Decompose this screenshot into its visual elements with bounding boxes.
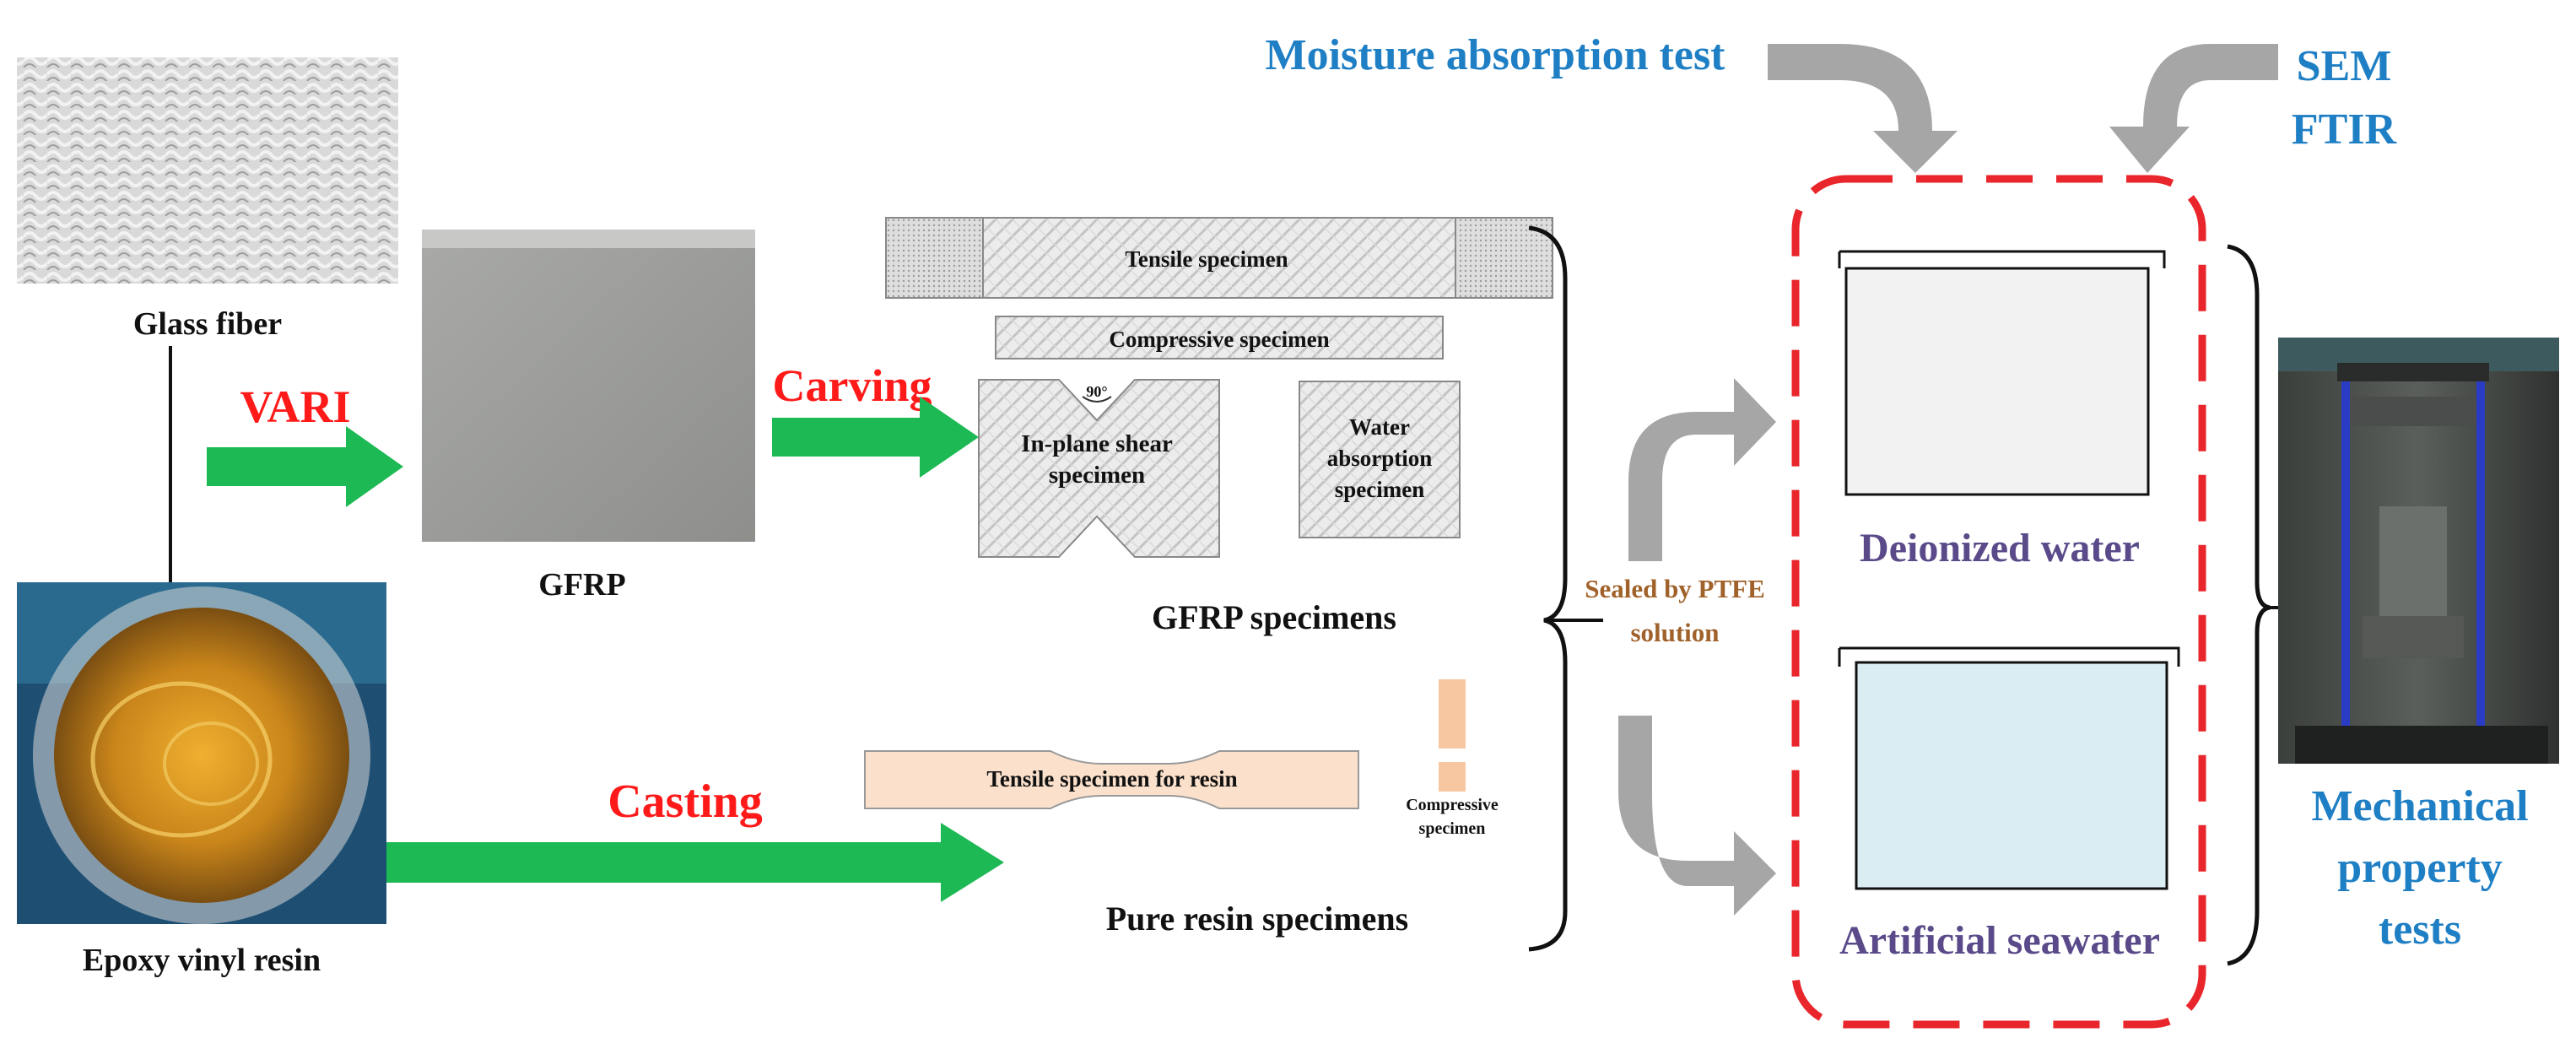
mech-label-line1: Mechanical: [2311, 782, 2528, 830]
shear-angle-label: 90°: [1086, 383, 1107, 400]
sealed-label-line1: Sealed by PTFE: [1585, 574, 1765, 603]
water-label-line1: Water: [1349, 414, 1410, 440]
artificial-seawater-container: [1838, 646, 2180, 890]
artificial-seawater-label: Artificial seawater: [1839, 918, 2160, 963]
sem-label: SEM: [2297, 42, 2392, 90]
glass-fiber-label: Glass fiber: [133, 306, 282, 342]
ftir-label: FTIR: [2292, 105, 2398, 154]
epoxy-resin-label: Epoxy vinyl resin: [83, 943, 321, 978]
sem-ftir-arrow: [2109, 44, 2278, 173]
testing-machine-image: [2278, 338, 2559, 764]
environment-box: [1791, 175, 2206, 1029]
specimens-brace: [1528, 225, 1568, 952]
resin-compressive-specimen: Compressive specimen: [1406, 679, 1499, 838]
casting-arrow: [386, 823, 1004, 902]
moisture-arrow: [1768, 44, 1958, 173]
resin-comp-label-line1: Compressive: [1406, 796, 1499, 814]
water-absorption-specimen: Water absorption specimen: [1299, 381, 1461, 538]
shear-label-line2: specimen: [1049, 462, 1145, 489]
water-label-line3: specimen: [1335, 477, 1424, 502]
compressive-specimen-label: Compressive specimen: [1109, 327, 1329, 352]
sealed-label-line2: solution: [1630, 618, 1719, 647]
mech-label-line2: property: [2337, 844, 2502, 892]
tests-brace: [2227, 244, 2271, 966]
deionized-water-label: Deionized water: [1860, 526, 2140, 570]
tensile-specimen-label: Tensile specimen: [1125, 246, 1288, 272]
resin-comp-label-line2: specimen: [1419, 819, 1486, 838]
vari-label: VARI: [240, 381, 350, 432]
moisture-test-label: Moisture absorption test: [1265, 31, 1725, 79]
vari-arrow: [207, 426, 403, 507]
arrow-to-deionized: [1628, 378, 1776, 561]
gfrp-label: GFRP: [538, 567, 625, 603]
carving-arrow: [772, 397, 979, 478]
resin-tensile-specimen: Tensile specimen for resin: [864, 750, 1359, 809]
gfrp-specimens-label: GFRP specimens: [1152, 598, 1396, 636]
casting-label: Casting: [608, 776, 763, 828]
in-plane-shear-specimen: 90° In-plane shear specimen: [978, 379, 1220, 558]
compressive-specimen: Compressive specimen: [995, 316, 1444, 359]
deionized-water-container: [1838, 250, 2166, 496]
glass-fiber-image: [17, 57, 398, 284]
arrow-to-seawater: [1618, 716, 1776, 916]
pure-resin-specimens-label: Pure resin specimens: [1106, 900, 1409, 938]
epoxy-resin-image: [17, 582, 386, 924]
resin-tensile-label: Tensile specimen for resin: [986, 766, 1237, 792]
gfrp-plate-edge: [422, 230, 755, 248]
mech-label-line3: tests: [2379, 905, 2461, 954]
shear-label-line1: In-plane shear: [1021, 430, 1173, 457]
water-label-line2: absorption: [1327, 446, 1433, 471]
carving-label: Carving: [773, 360, 932, 411]
gfrp-plate-image: [422, 230, 755, 542]
tensile-specimen: Tensile specimen: [885, 217, 1553, 299]
